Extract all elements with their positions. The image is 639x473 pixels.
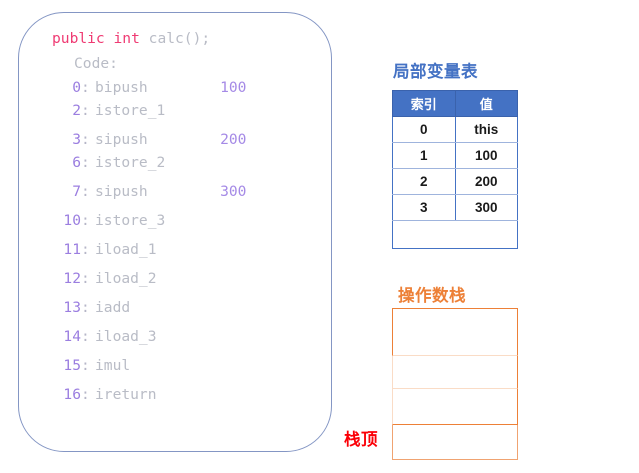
instruction-line: 0: bipush 100 bbox=[19, 76, 331, 99]
instruction-mnemonic: imul bbox=[95, 357, 131, 374]
instruction-offset: 6 bbox=[72, 154, 81, 171]
method-modifier-keywords: public int bbox=[52, 30, 140, 47]
instruction-spacer bbox=[148, 183, 201, 200]
instruction-spacer bbox=[148, 79, 201, 96]
instruction-colon: : bbox=[81, 183, 90, 200]
instruction-mnemonic: iload_3 bbox=[95, 328, 157, 345]
method-name: calc(); bbox=[139, 30, 211, 47]
table-cell-index: 3 bbox=[392, 194, 456, 221]
stack-cell bbox=[392, 356, 518, 389]
instruction-line: 13: iadd bbox=[19, 296, 331, 319]
table-header-row: 索引 值 bbox=[392, 90, 518, 117]
column-header-index: 索引 bbox=[392, 90, 456, 117]
instruction-colon: : bbox=[81, 328, 90, 345]
bytecode-listing: public int calc(); Code: 0: bipush 100 2: i… bbox=[19, 27, 331, 406]
instruction-operand: 200 bbox=[220, 131, 247, 148]
instruction-offset: 13 bbox=[63, 299, 81, 316]
table-cell-empty bbox=[392, 220, 518, 249]
instruction-mnemonic: iadd bbox=[95, 299, 131, 316]
instruction-line: 10: istore_3 bbox=[19, 209, 331, 232]
table-cell-value: 300 bbox=[454, 194, 518, 221]
instruction-colon: : bbox=[81, 386, 90, 403]
instruction-mnemonic: istore_2 bbox=[95, 154, 166, 171]
instruction-offset: 0 bbox=[72, 79, 81, 96]
table-cell-value: this bbox=[454, 116, 518, 143]
instruction-colon: : bbox=[81, 212, 90, 229]
instruction-colon: : bbox=[81, 241, 90, 258]
instruction-line: 11: iload_1 bbox=[19, 238, 331, 261]
operand-stack-box bbox=[392, 308, 518, 460]
instruction-rows: 0: bipush 100 2: istore_1 3: sipush 200 6: isto… bbox=[19, 76, 331, 406]
bytecode-panel: public int calc(); Code: 0: bipush 100 2: i… bbox=[18, 12, 332, 452]
code-section-label: Code: bbox=[74, 55, 118, 72]
instruction-line: 6: istore_2 bbox=[19, 151, 331, 174]
stack-cell bbox=[392, 425, 518, 460]
instruction-mnemonic: ireturn bbox=[95, 386, 157, 403]
instruction-offset: 10 bbox=[63, 212, 81, 229]
table-row bbox=[392, 220, 518, 249]
stack-top-label: 栈顶 bbox=[344, 431, 378, 449]
instruction-colon: : bbox=[81, 299, 90, 316]
instruction-colon: : bbox=[81, 357, 90, 374]
table-cell-index: 2 bbox=[392, 168, 456, 195]
instruction-colon: : bbox=[81, 79, 90, 96]
instruction-mnemonic: istore_1 bbox=[95, 102, 166, 119]
instruction-offset: 11 bbox=[63, 241, 81, 258]
instruction-offset: 2 bbox=[72, 102, 81, 119]
instruction-colon: : bbox=[81, 270, 90, 287]
table-cell-index: 1 bbox=[392, 142, 456, 169]
operand-stack-title: 操作数栈 bbox=[398, 287, 466, 305]
instruction-line: 16: ireturn bbox=[19, 383, 331, 406]
instruction-line: 14: iload_3 bbox=[19, 325, 331, 348]
instruction-line: 15: imul bbox=[19, 354, 331, 377]
instruction-line: 3: sipush 200 bbox=[19, 128, 331, 151]
instruction-mnemonic: istore_3 bbox=[95, 212, 166, 229]
instruction-offset: 12 bbox=[63, 270, 81, 287]
instruction-colon: : bbox=[81, 131, 90, 148]
instruction-line: 2: istore_1 bbox=[19, 99, 331, 122]
instruction-mnemonic: iload_1 bbox=[95, 241, 157, 258]
instruction-line: 7: sipush 300 bbox=[19, 180, 331, 203]
stack-cell bbox=[392, 308, 518, 356]
instruction-line: 12: iload_2 bbox=[19, 267, 331, 290]
table-cell-index: 0 bbox=[392, 116, 456, 143]
instruction-spacer bbox=[148, 131, 201, 148]
instruction-mnemonic: sipush bbox=[95, 183, 148, 200]
instruction-offset: 15 bbox=[63, 357, 81, 374]
instruction-offset: 14 bbox=[63, 328, 81, 345]
local-variable-table-title: 局部变量表 bbox=[393, 63, 478, 81]
instruction-offset: 3 bbox=[72, 131, 81, 148]
instruction-mnemonic: sipush bbox=[95, 131, 148, 148]
instruction-colon: : bbox=[81, 154, 90, 171]
instruction-offset: 16 bbox=[63, 386, 81, 403]
instruction-operand: 300 bbox=[220, 183, 247, 200]
instruction-mnemonic: iload_2 bbox=[95, 270, 157, 287]
table-cell-value: 100 bbox=[454, 142, 518, 169]
instruction-offset: 7 bbox=[72, 183, 81, 200]
instruction-mnemonic: bipush bbox=[95, 79, 148, 96]
instruction-operand: 100 bbox=[220, 79, 247, 96]
instruction-colon: : bbox=[81, 102, 90, 119]
stack-cell bbox=[392, 389, 518, 425]
table-cell-value: 200 bbox=[454, 168, 518, 195]
column-header-value: 值 bbox=[454, 90, 518, 117]
method-signature-line: public int calc(); bbox=[19, 27, 331, 51]
